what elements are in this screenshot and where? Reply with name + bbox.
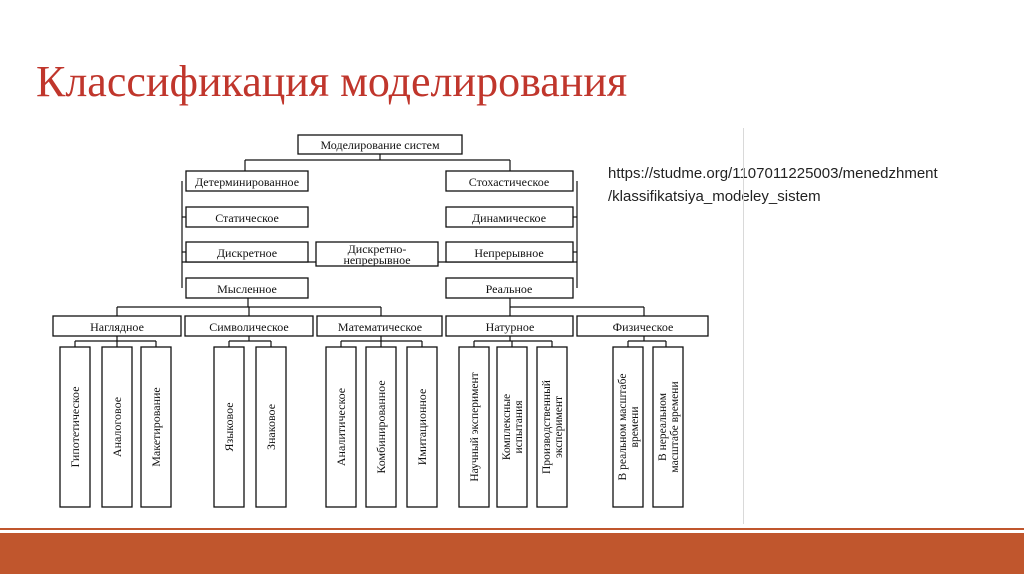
- leaf-analog: Аналоговое: [101, 346, 133, 508]
- footer-accent-line: [0, 528, 1024, 530]
- node-mental-label: Мысленное: [217, 282, 277, 296]
- leaf-analog-label: Аналоговое: [110, 397, 124, 457]
- node-discrete-label: Дискретное: [217, 246, 277, 260]
- node-real-label: Реальное: [486, 282, 533, 296]
- node-mental: Мысленное: [185, 277, 309, 299]
- leaf-combined: Комбинированное: [365, 346, 397, 508]
- node-root-label: Моделирование систем: [320, 138, 440, 152]
- node-discrete-continuous-label-2: непрерывное: [343, 253, 410, 267]
- node-visual-label: Наглядное: [90, 320, 144, 334]
- node-determined-label: Детерминированное: [195, 175, 299, 189]
- leaf-combined-label: Комбинированное: [374, 380, 388, 473]
- leaf-complex-tests-label-1: Комплексные: [501, 394, 513, 460]
- node-mathematical: Математическое: [316, 315, 443, 337]
- leaf-non-real-time-label-1: В нереальном: [657, 392, 669, 461]
- leaf-hypothetical: Гипотетическое: [59, 346, 91, 508]
- footer-bar: [0, 533, 1024, 574]
- node-discrete-continuous-label-1: Дискретно-: [348, 242, 407, 256]
- leaf-analytical-label: Аналитическое: [334, 388, 348, 466]
- node-stochastic-label: Стохастическое: [469, 175, 549, 189]
- node-dynamic: Динамическое: [445, 206, 574, 228]
- source-url-line-2[interactable]: /klassifikatsiya_modeley_sistem: [608, 188, 821, 205]
- node-physical-label: Физическое: [613, 320, 674, 334]
- node-mathematical-label: Математическое: [338, 320, 422, 334]
- node-continuous: Непрерывное: [445, 241, 574, 263]
- leaf-non-real-time-label-2: масштабе времени: [669, 381, 681, 472]
- leaf-complex-tests-label-2: испытания: [513, 400, 525, 454]
- node-stochastic: Стохастическое: [445, 170, 574, 192]
- node-static-label: Статическое: [215, 211, 279, 225]
- node-static: Статическое: [185, 206, 309, 228]
- node-natural-label: Натурное: [486, 320, 535, 334]
- leaf-real-time-label-2: времени: [629, 407, 641, 448]
- source-url[interactable]: https://studme.org/1107011225003/menedzh…: [608, 162, 938, 208]
- leaf-non-real-time: В нереальном масштабе времени: [652, 346, 684, 508]
- leaf-linguistic-label: Языковое: [222, 402, 236, 451]
- leaf-mockup: Макетирование: [140, 346, 172, 508]
- leaf-linguistic: Языковое: [213, 346, 245, 508]
- leaf-complex-tests: Комплексные испытания: [496, 346, 528, 508]
- leaf-real-time: В реальном масштабе времени: [612, 346, 644, 508]
- node-visual: Наглядное: [52, 315, 182, 337]
- node-symbolic-label: Символическое: [209, 320, 289, 334]
- vertical-divider: [743, 128, 744, 524]
- leaf-simulation: Имитационное: [406, 346, 438, 508]
- leaf-production-experiment-label-1: Производственный: [541, 380, 553, 474]
- source-url-line-1[interactable]: https://studme.org/1107011225003/menedzh…: [608, 165, 938, 182]
- node-symbolic: Символическое: [184, 315, 314, 337]
- node-discrete: Дискретное: [185, 241, 309, 263]
- node-physical: Физическое: [576, 315, 709, 337]
- leaf-production-experiment-label-2: эксперимент: [553, 396, 565, 458]
- leaf-simulation-label: Имитационное: [415, 389, 429, 466]
- leaf-real-time-label-1: В реальном масштабе: [617, 374, 629, 481]
- leaf-mockup-label: Макетирование: [149, 387, 163, 467]
- node-continuous-label: Непрерывное: [474, 246, 543, 260]
- leaf-hypothetical-label: Гипотетическое: [68, 386, 82, 467]
- leaf-scientific-experiment: Научный эксперимент: [458, 346, 490, 508]
- node-dynamic-label: Динамическое: [472, 211, 546, 225]
- slide-title: Классификация моделирования: [36, 57, 628, 106]
- leaf-scientific-experiment-label: Научный эксперимент: [469, 372, 481, 481]
- leaf-sign-label: Знаковое: [264, 404, 278, 450]
- leaf-sign: Знаковое: [255, 346, 287, 508]
- leaf-analytical: Аналитическое: [325, 346, 357, 508]
- leaf-production-experiment: Производственный эксперимент: [536, 346, 568, 508]
- node-real: Реальное: [445, 277, 574, 299]
- node-natural: Натурное: [445, 315, 574, 337]
- node-discrete-continuous: Дискретно- непрерывное: [315, 241, 439, 267]
- node-determined: Детерминированное: [185, 170, 309, 192]
- node-root: Моделирование систем: [297, 134, 463, 155]
